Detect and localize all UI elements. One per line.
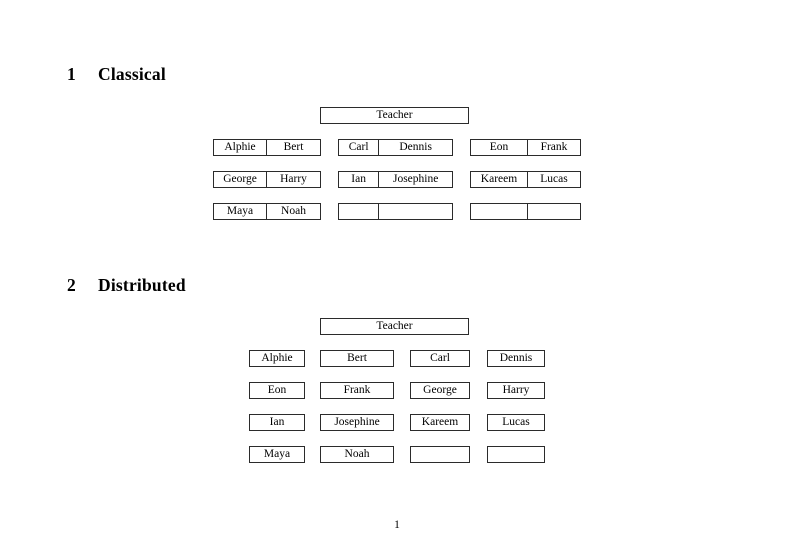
table-row: Eon Frank <box>470 139 581 156</box>
table-cell: Kareem <box>480 173 518 185</box>
list-item-empty <box>410 446 470 463</box>
list-item: Dennis <box>487 350 545 367</box>
list-item: Kareem <box>410 414 470 431</box>
table-cell: Josephine <box>378 172 452 187</box>
table-row: Alphie Bert <box>213 139 321 156</box>
list-item: Josephine <box>320 414 394 431</box>
table-cell-empty <box>526 204 580 219</box>
table-cell: Maya <box>226 205 254 217</box>
section-title: Classical <box>98 64 166 84</box>
list-item: Bert <box>320 350 394 367</box>
list-item: Frank <box>320 382 394 399</box>
table-row: Kareem Lucas <box>470 171 581 188</box>
table-cell-empty <box>378 204 452 219</box>
list-item: Lucas <box>487 414 545 431</box>
page-number: 1 <box>394 519 400 531</box>
section-number: 1 <box>67 64 76 84</box>
list-item: Eon <box>249 382 305 399</box>
section-number: 2 <box>67 275 76 295</box>
list-item: Noah <box>320 446 394 463</box>
table-cell: Alphie <box>224 141 256 153</box>
section-title: Distributed <box>98 275 186 295</box>
table-cell: George <box>223 173 257 185</box>
list-item-empty <box>487 446 545 463</box>
table-cell: Eon <box>489 141 509 153</box>
list-item: Alphie <box>249 350 305 367</box>
table-row: Carl Dennis <box>338 139 453 156</box>
table-cell-empty <box>339 204 378 219</box>
table-cell: Ian <box>351 173 366 185</box>
table-row <box>470 203 581 220</box>
table-cell: Frank <box>526 140 580 155</box>
table-cell: Bert <box>266 140 320 155</box>
list-item: Harry <box>487 382 545 399</box>
table-cell: Dennis <box>378 140 452 155</box>
section-heading-classical: 1 Classical <box>67 64 166 85</box>
table-row <box>338 203 453 220</box>
teacher-box-distributed: Teacher <box>320 318 469 335</box>
table-cell: Noah <box>266 204 320 219</box>
table-cell: Harry <box>266 172 320 187</box>
table-row: Maya Noah <box>213 203 321 220</box>
teacher-box-classical: Teacher <box>320 107 469 124</box>
table-cell: Carl <box>348 141 369 153</box>
section-heading-distributed: 2 Distributed <box>67 275 186 296</box>
list-item: George <box>410 382 470 399</box>
table-row: George Harry <box>213 171 321 188</box>
table-cell: Lucas <box>526 172 580 187</box>
list-item: Carl <box>410 350 470 367</box>
table-row: Ian Josephine <box>338 171 453 188</box>
list-item: Maya <box>249 446 305 463</box>
table-cell-empty <box>471 204 527 219</box>
list-item: Ian <box>249 414 305 431</box>
